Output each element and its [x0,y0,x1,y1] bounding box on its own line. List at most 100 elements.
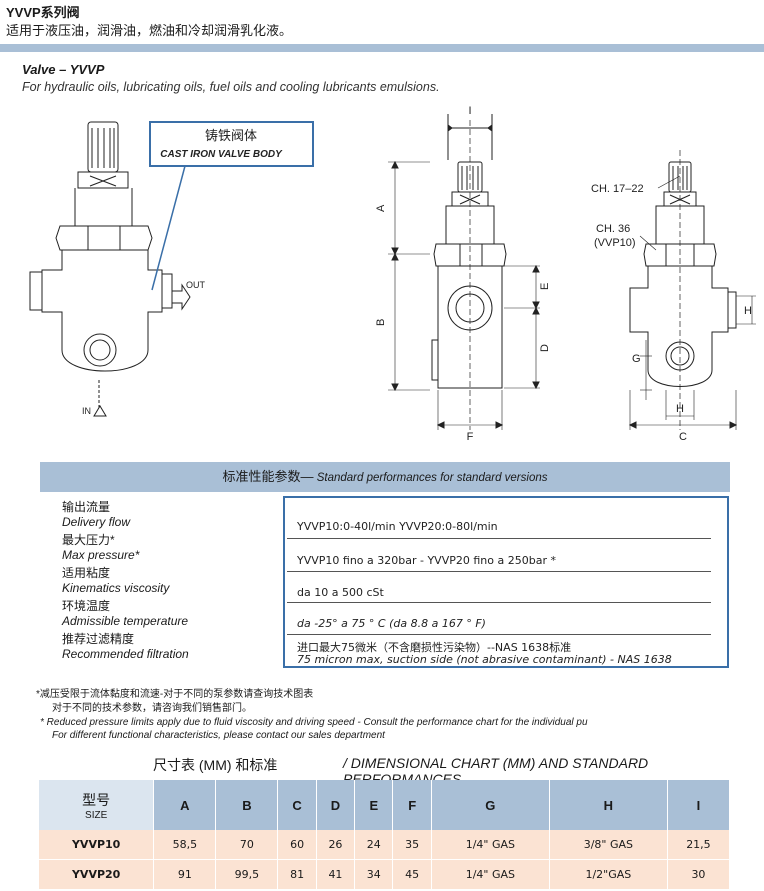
table-cell: 91 [153,859,217,889]
row-divider [287,538,711,539]
size-header-cn: 型号 [82,791,111,808]
table-cell: 26 [316,830,356,860]
dim-label-h-side: H [744,305,752,317]
table-row: YVVP10 58,5 70 60 26 24 35 1/4" GAS 3/8"… [39,830,731,860]
dim-label-f: F [467,431,474,443]
dim-label-i: I [468,105,471,117]
table-cell: 1/4" GAS [431,859,550,889]
dim-label-h-bottom: H [676,403,684,415]
value-filtration-en: 75 micron max, suction side (not abrasiv… [297,653,672,666]
footnote-en-2: For different functional characteristics… [52,730,385,741]
dim-label-b: B [375,319,387,326]
value-max-pressure: YVVP10 fino a 320bar - YVVP20 fino a 250… [297,554,556,567]
param-label-cn: 输出流量 [62,500,111,514]
param-max-pressure: 最大压力*Max pressure* [62,533,282,566]
row-divider [287,602,711,603]
param-label-en: Max pressure* [62,548,140,562]
valve-front-view [388,114,540,430]
technical-drawing: OUT IN 铸铁阀体 CAST IRON VALVE BODY [29,105,756,443]
callout-cn: 铸铁阀体 [205,128,257,143]
ch-36-label: CH. 36 [596,223,630,235]
col-header-h: H [549,780,668,830]
table-row: YVVP20 91 99,5 81 41 34 45 1/4" GAS 1/2"… [39,859,731,889]
footnote-en-1: * Reduced pressure limits apply due to f… [40,717,588,728]
callout-box [149,121,314,167]
performance-title-cn: 标准性能参数— [222,469,314,484]
col-header-i: I [667,780,731,830]
valve-perspective-view [29,121,191,417]
performance-title-en: Standard performances for standard versi… [313,472,548,484]
port-in-label: IN [82,406,91,416]
table-cell: 58,5 [153,830,217,860]
performance-title: 标准性能参数— Standard performances for standa… [40,462,730,492]
dim-label-e: E [539,283,551,290]
size-header-en: SIZE [85,809,108,821]
col-header-c: C [277,780,317,830]
table-cell: 81 [277,859,317,889]
callout-pointer [151,165,186,291]
footnote-cn-2: 对于不同的技术参数，请咨询我们销售部门。 [52,703,252,714]
table-cell: 1/4" GAS [431,830,550,860]
param-label-en: Recommended filtration [62,647,189,661]
performance-values-box: YVVP10:0-40l/min YVVP20:0-80l/min YVVP10… [283,496,729,668]
row-divider [287,571,711,572]
col-header-d: D [316,780,356,830]
table-cell: 3/8" GAS [549,830,668,860]
value-delivery-flow: YVVP10:0-40l/min YVVP20:0-80l/min [297,520,498,533]
dim-label-a: A [375,204,387,212]
port-out-label: OUT [186,280,206,290]
param-label-en: Kinematics viscosity [62,581,170,595]
dimensions-title-cn: 尺寸表 (MM) 和标准 [153,757,278,773]
col-header-a: A [153,780,217,830]
ch-36-note: (VVP10) [594,237,636,249]
series-title: YVVP系列阀 [6,5,80,20]
applications-cn: 适用于液压油，润滑油，燃油和冷却润滑乳化液。 [6,23,293,38]
col-header-g: G [431,780,550,830]
table-cell: 60 [277,830,317,860]
callout-en: CAST IRON VALVE BODY [160,149,283,160]
table-cell: 24 [354,830,394,860]
col-header-f: F [392,780,432,830]
table-cell: 99,5 [215,859,279,889]
table-cell: 41 [316,859,356,889]
valve-side-view [628,150,756,430]
col-header-b: B [215,780,279,830]
table-cell: 1/2"GAS [549,859,668,889]
param-label-en: Delivery flow [62,515,131,529]
model-cell: YVVP10 [39,830,155,860]
performance-band [40,462,730,492]
dim-label-g: G [632,353,641,365]
table-cell: 30 [667,859,731,889]
value-filtration-cn: 进口最大75微米（不含磨损性污染物）--NAS 1638标准 [297,641,572,654]
table-cell: 21,5 [667,830,731,860]
footnote-cn-1: *减压受限于流体黏度和流速-对于不同的泵参数请查询技术图表 [36,689,314,700]
dim-label-d: D [539,344,551,352]
table-cell: 34 [354,859,394,889]
table-cell: 70 [215,830,279,860]
param-label-cn: 推荐过滤精度 [62,632,135,646]
ch-17-22-label: CH. 17–22 [591,183,644,195]
valve-title: Valve – YVVP [22,62,105,77]
value-temperature: da -25° a 75 ° C (da 8.8 a 167 ° F) [297,617,486,630]
header-divider [0,44,764,52]
col-header-e: E [354,780,394,830]
param-label-cn: 环境温度 [62,599,111,613]
param-label-cn: 最大压力* [62,533,115,547]
model-cell: YVVP20 [39,859,155,889]
table-cell: 45 [392,859,432,889]
table-cell: 35 [392,830,432,860]
param-label-en: Admissible temperature [62,614,189,628]
dim-label-c: C [679,431,687,443]
value-viscosity: da 10 a 500 cSt [297,586,384,599]
row-divider [287,634,711,635]
param-label-cn: 适用粘度 [62,566,111,580]
valve-subtitle: For hydraulic oils, lubricating oils, fu… [22,80,440,94]
